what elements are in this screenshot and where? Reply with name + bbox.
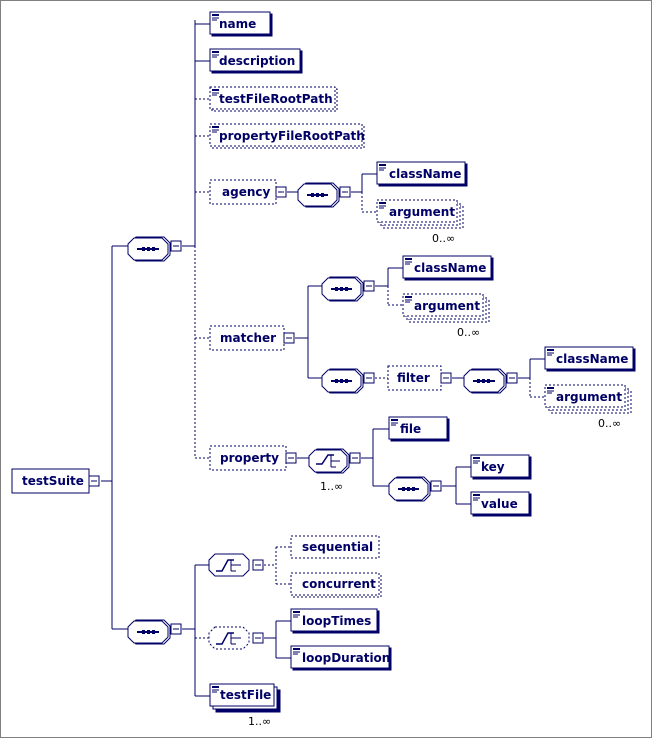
element-box-value[interactable]: value (470, 491, 532, 517)
element-box-matcher[interactable]: matcher (209, 325, 295, 351)
sequence-compositor-icon (321, 276, 375, 302)
element-label: agency (222, 185, 270, 199)
element-label: key (481, 460, 505, 474)
connectors (101, 20, 545, 697)
element-box-file[interactable]: file (388, 416, 450, 442)
element-box-filter-argument[interactable]: argument (544, 384, 632, 414)
choice-compositor-icon (208, 553, 264, 577)
element-box-agency[interactable]: agency (209, 179, 287, 205)
element-box-agency-argument[interactable]: argument (376, 199, 464, 229)
element-label: file (400, 422, 421, 436)
element-label: className (389, 167, 461, 181)
element-label: propertyFileRootPath (219, 129, 365, 143)
element-box-agency-className[interactable]: className (376, 161, 468, 187)
element-label: loopDuration (302, 651, 390, 665)
cardinality-label: 1..∞ (320, 480, 343, 493)
cardinality-label: 0..∞ (432, 232, 455, 245)
element-label: concurrent (302, 577, 376, 591)
sequence-compositor-icon (127, 619, 182, 645)
element-box-name[interactable]: name (209, 11, 273, 37)
element-label: testSuite (22, 474, 84, 488)
element-label: description (219, 54, 295, 68)
cardinality-label: 1..∞ (248, 715, 271, 728)
element-box-filter[interactable]: filter (387, 365, 452, 391)
sequence-compositor-icon (463, 368, 518, 394)
element-label: argument (389, 205, 455, 219)
element-label: argument (556, 390, 622, 404)
element-label: property (220, 451, 279, 465)
element-box-matcher-className[interactable]: className (402, 255, 494, 281)
element-label: name (219, 17, 256, 31)
element-label: value (481, 497, 518, 511)
element-box-property[interactable]: property (209, 445, 297, 471)
element-label: sequential (302, 540, 373, 554)
choice-compositor-icon (208, 626, 264, 650)
element-label: className (556, 352, 628, 366)
choice-compositor-icon (308, 448, 361, 474)
element-label: argument (414, 299, 480, 313)
element-box-testSuite[interactable]: testSuite (11, 468, 100, 494)
element-label: matcher (220, 331, 276, 345)
element-label: className (414, 261, 486, 275)
element-box-matcher-argument[interactable]: argument (402, 293, 490, 323)
element-box-key[interactable]: key (470, 454, 532, 480)
element-label: filter (397, 371, 430, 385)
element-box-filter-className[interactable]: className (544, 346, 636, 372)
element-label: testFileRootPath (219, 92, 333, 106)
element-box-testFileRootPath[interactable]: testFileRootPath (209, 86, 338, 112)
element-box-loopTimes[interactable]: loopTimes (290, 608, 380, 634)
element-box-loopDuration[interactable]: loopDuration (290, 645, 392, 671)
element-label: testFile (220, 688, 271, 702)
sequence-compositor-icon (321, 368, 375, 394)
element-box-testFile[interactable]: testFile (209, 683, 281, 713)
element-label: loopTimes (302, 614, 371, 628)
sequence-compositor-icon (388, 476, 442, 502)
sequence-compositor-icon (127, 236, 182, 262)
cardinality-label: 0..∞ (457, 326, 480, 339)
element-box-propertyFileRootPath[interactable]: propertyFileRootPath (209, 123, 365, 149)
element-box-description[interactable]: description (209, 48, 303, 74)
element-box-concurrent[interactable]: concurrent (290, 572, 382, 598)
element-box-sequential[interactable]: sequential (290, 535, 380, 559)
cardinality-label: 0..∞ (598, 417, 621, 430)
sequence-compositor-icon (297, 182, 351, 208)
